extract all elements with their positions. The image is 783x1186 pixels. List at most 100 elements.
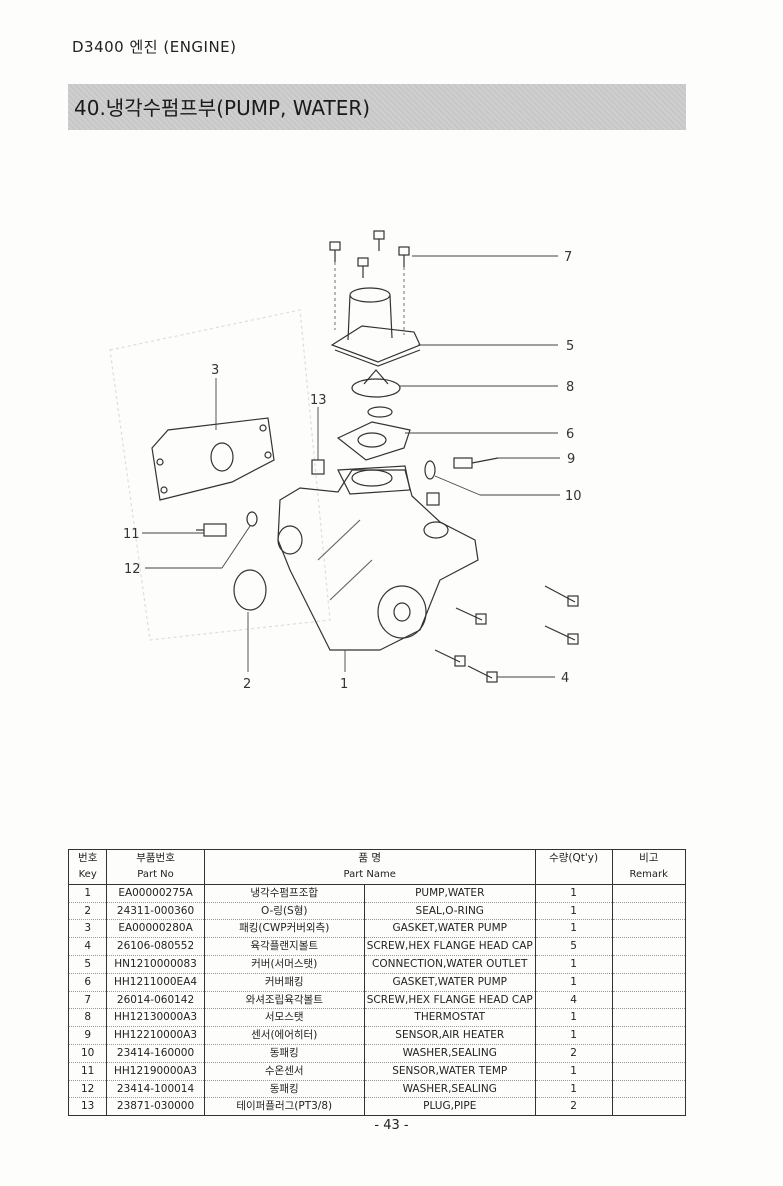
row-key: 13 xyxy=(67,1097,108,1117)
row-name-en: SENSOR,AIR HEATER xyxy=(363,1026,536,1045)
callout-11: 11 xyxy=(123,527,140,542)
water-temp-sensor-11 xyxy=(196,523,227,537)
row-name-kr: 동패킹 xyxy=(203,1044,365,1063)
callout-10: 10 xyxy=(565,489,582,504)
row-name-kr: 동패킹 xyxy=(203,1080,365,1099)
row-part-no: EA00000280A xyxy=(106,919,205,939)
row-qty: 1 xyxy=(534,1008,613,1028)
section-title-band: 40.냉각수펌프부(PUMP, WATER) xyxy=(68,84,686,130)
row-qty: 1 xyxy=(534,1062,613,1081)
plug-13 xyxy=(311,459,325,475)
row-name-kr: 와셔조립육각볼트 xyxy=(203,991,365,1010)
row-name-kr: 커버패킹 xyxy=(203,973,365,992)
row-part-no: 23871-030000 xyxy=(106,1097,205,1117)
row-qty: 1 xyxy=(534,973,613,992)
row-remark xyxy=(611,937,686,956)
header-qty: 수량(Qt'y) xyxy=(534,849,613,867)
o-ring-2 xyxy=(233,569,267,611)
header-key-en: Key xyxy=(67,867,108,885)
row-key: 3 xyxy=(67,919,108,939)
page-number: - 43 - xyxy=(374,1118,409,1133)
row-key: 4 xyxy=(67,937,108,956)
cover-gasket-6 xyxy=(336,421,411,461)
background-block-outline xyxy=(109,309,331,641)
row-part-no: HH12190000A3 xyxy=(106,1062,205,1081)
row-key: 8 xyxy=(67,1008,108,1028)
row-part-no: HN1210000083 xyxy=(106,955,205,974)
row-part-no: HH1211000EA4 xyxy=(106,973,205,992)
row-remark xyxy=(611,884,686,903)
row-name-kr: 수온센서 xyxy=(203,1062,365,1081)
row-remark xyxy=(611,1097,686,1117)
row-qty: 1 xyxy=(534,884,613,903)
parts-table: 번호 부품번호 품 명 수량(Qt'y) 비고 Key Part No Part… xyxy=(67,849,686,1117)
row-name-en: SCREW,HEX FLANGE HEAD CAP xyxy=(363,991,536,1010)
row-name-kr: 서모스탯 xyxy=(203,1008,365,1028)
row-remark xyxy=(611,955,686,974)
row-name-kr: O-링(S형) xyxy=(203,902,365,921)
pump-gasket-3 xyxy=(151,417,275,501)
row-part-no: HH12130000A3 xyxy=(106,1008,205,1028)
row-name-en: SENSOR,WATER TEMP xyxy=(363,1062,536,1081)
row-name-kr: 패킹(CWP커버외측) xyxy=(203,919,365,939)
row-remark xyxy=(611,973,686,992)
callout-7: 7 xyxy=(564,250,572,265)
row-name-kr: 커버(서머스탯) xyxy=(203,955,365,974)
top-bolts-7 xyxy=(329,230,410,335)
section-title: 40.냉각수펌프부(PUMP, WATER) xyxy=(74,96,371,120)
callout-13: 13 xyxy=(310,393,327,408)
header-part-en: Part No xyxy=(106,867,205,885)
thermostat-8 xyxy=(351,369,401,418)
row-part-no: 26014-060142 xyxy=(106,991,205,1010)
water-pump-body-1 xyxy=(277,465,479,651)
flange-bolts-4 xyxy=(434,585,579,683)
row-part-no: EA00000275A xyxy=(106,884,205,903)
row-name-en: GASKET,WATER PUMP xyxy=(363,973,536,992)
row-remark xyxy=(611,1044,686,1063)
row-remark xyxy=(611,1008,686,1028)
row-part-no: 26106-080552 xyxy=(106,937,205,956)
row-name-kr: 냉각수펌프조합 xyxy=(203,884,365,903)
row-qty: 1 xyxy=(534,1026,613,1045)
row-name-en: PUMP,WATER xyxy=(363,884,536,903)
callout-5: 5 xyxy=(566,339,574,354)
row-name-en: WASHER,SEALING xyxy=(363,1044,536,1063)
row-qty: 1 xyxy=(534,902,613,921)
row-qty: 2 xyxy=(534,1097,613,1117)
row-qty: 1 xyxy=(534,955,613,974)
row-part-no: HH12210000A3 xyxy=(106,1026,205,1045)
callout-12: 12 xyxy=(124,562,141,577)
callout-9: 9 xyxy=(567,452,575,467)
callout-3: 3 xyxy=(211,363,219,378)
row-name-kr: 테이퍼플러그(PT3/8) xyxy=(203,1097,365,1117)
row-name-en: THERMOSTAT xyxy=(363,1008,536,1028)
row-qty: 5 xyxy=(534,937,613,956)
row-name-en: SEAL,O-RING xyxy=(363,902,536,921)
row-remark xyxy=(611,991,686,1010)
row-remark xyxy=(611,1026,686,1045)
row-qty: 1 xyxy=(534,919,613,939)
header-name-kr: 품 명 xyxy=(203,849,536,867)
callout-4: 4 xyxy=(561,671,569,686)
row-key: 2 xyxy=(67,902,108,921)
row-key: 12 xyxy=(67,1080,108,1099)
row-remark xyxy=(611,1062,686,1081)
callout-8: 8 xyxy=(566,380,574,395)
row-part-no: 24311-000360 xyxy=(106,902,205,921)
row-key: 7 xyxy=(67,991,108,1010)
row-key: 6 xyxy=(67,973,108,992)
row-qty: 4 xyxy=(534,991,613,1010)
row-remark xyxy=(611,919,686,939)
header-part-kr: 부품번호 xyxy=(106,849,205,867)
row-key: 11 xyxy=(67,1062,108,1081)
row-remark xyxy=(611,1080,686,1099)
